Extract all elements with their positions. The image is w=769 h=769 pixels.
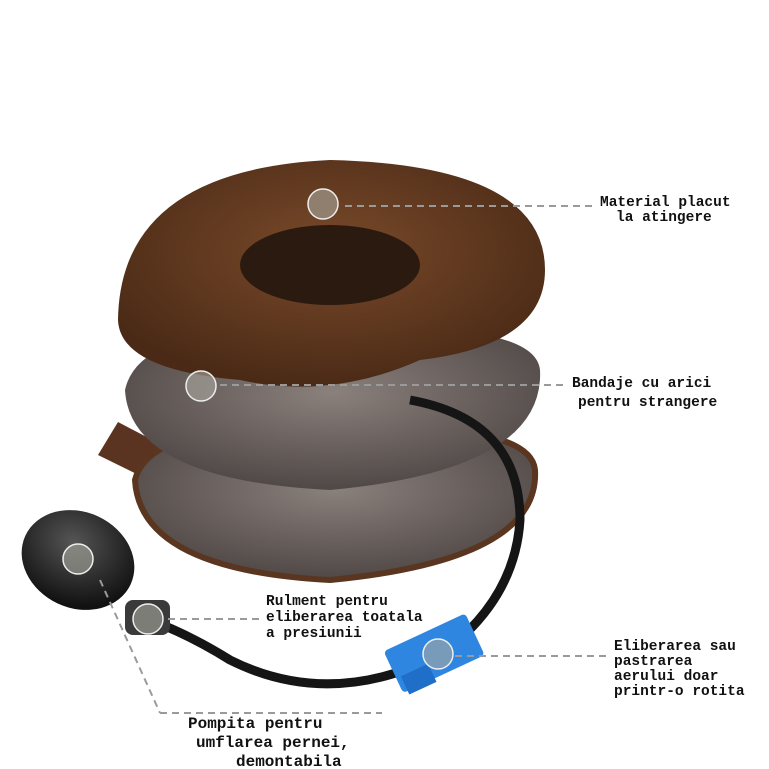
callout-text: la atingere [616,210,712,226]
callout-text: Material placut [600,195,731,211]
callout-straps: Bandaje cu arici pentru strangere [572,375,717,413]
callout-pump: Pompita pentru umflarea pernei, demontab… [188,715,350,769]
callout-lines [99,205,608,714]
callout-bearing: Rulment pentru eliberarea toatala a pres… [266,594,423,642]
callout-text: aerului doar [614,669,719,685]
callout-text: Pompita pentru [188,715,323,733]
callout-text: printr-o rotita [614,684,745,700]
callout-text: Rulment pentru [266,594,388,610]
callout-text: eliberarea toatala [266,610,423,626]
callout-text: a presiunii [266,626,362,642]
callout-text: pentru strangere [578,395,718,411]
callout-markers [62,188,454,670]
callout-text: Eliberarea sau [614,639,736,655]
callout-text: pastrarea [614,654,693,670]
callout-material: Material placut la atingere [600,196,731,226]
pillow-neck-hole [240,225,420,305]
callout-valve: Eliberarea sau pastrarea aerului doar pr… [614,640,745,700]
callout-text: Bandaje cu arici [572,376,712,392]
callout-text: umflarea pernei, [196,734,350,752]
callout-text: demontabila [236,753,342,769]
